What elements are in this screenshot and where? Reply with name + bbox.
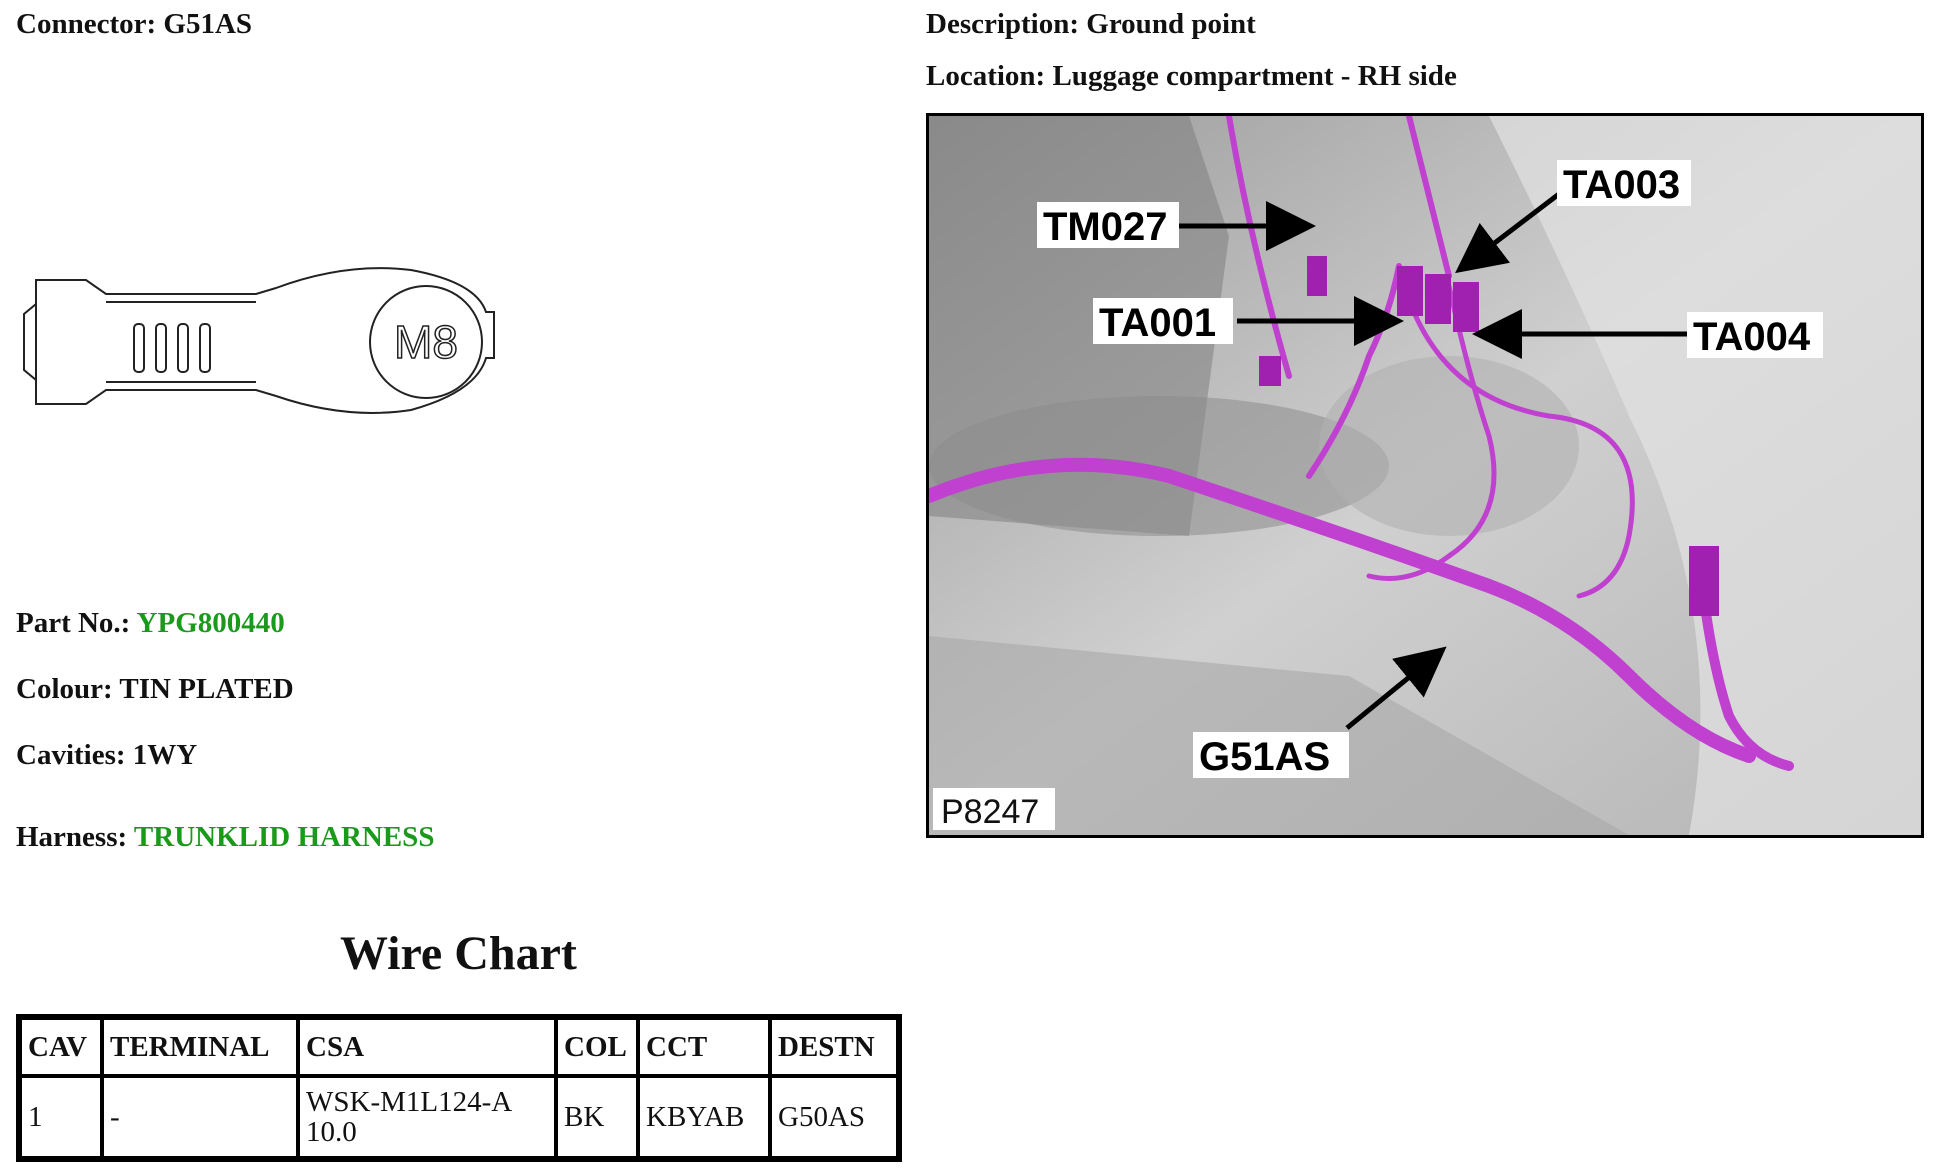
callout-ta003: TA003 <box>1563 163 1680 207</box>
table-row: 1 - WSK-M1L124-A 10.0 BK KBYAB G50AS <box>20 1076 898 1158</box>
wire-chart-table: CAV TERMINAL CSA COL CCT DESTN 1 - WSK-M… <box>16 1014 902 1162</box>
cavities-value: 1WY <box>132 739 198 771</box>
location-line: Location: Luggage compartment - RH side <box>926 60 1457 93</box>
colour-label: Colour: <box>16 673 113 705</box>
connector-value: G51AS <box>163 8 253 40</box>
colour-line: Colour: TIN PLATED <box>16 673 294 706</box>
location-photo: TM027 TA003 TA001 TA004 G51AS P8247 <box>926 113 1924 838</box>
terminal-size-text: M8 <box>394 316 458 368</box>
callout-g51as: G51AS <box>1199 735 1330 779</box>
header-destn: DESTN <box>770 1018 898 1076</box>
header-terminal: TERMINAL <box>102 1018 298 1076</box>
cell-cct: KBYAB <box>638 1076 770 1158</box>
description-label: Description: <box>926 8 1080 40</box>
wire-chart-title: Wire Chart <box>340 927 577 980</box>
cell-destn: G50AS <box>770 1076 898 1158</box>
header-cav: CAV <box>20 1018 102 1076</box>
cavities-label: Cavities: <box>16 739 126 771</box>
cell-terminal: - <box>102 1076 298 1158</box>
callout-ta004: TA004 <box>1693 315 1811 359</box>
header-csa: CSA <box>298 1018 556 1076</box>
photo-reference: P8247 <box>941 793 1039 831</box>
connector-line: Connector: G51AS <box>16 8 252 41</box>
cell-csa-line1: WSK-M1L124-A <box>306 1086 513 1118</box>
part-no-line: Part No.: YPG800440 <box>16 607 285 640</box>
header-cct: CCT <box>638 1018 770 1076</box>
connector-label: Connector: <box>16 8 157 40</box>
description-line: Description: Ground point <box>926 8 1256 41</box>
location-label: Location: <box>926 60 1046 92</box>
harness-label: Harness: <box>16 821 128 853</box>
colour-value: TIN PLATED <box>119 673 294 705</box>
wire-chart-header-row: CAV TERMINAL CSA COL CCT DESTN <box>20 1018 898 1076</box>
cell-cav: 1 <box>20 1076 102 1158</box>
description-value: Ground point <box>1086 8 1256 40</box>
harness-line: Harness: TRUNKLID HARNESS <box>16 821 434 854</box>
ring-terminal-drawing: M8 <box>23 267 495 414</box>
harness-link[interactable]: TRUNKLID HARNESS <box>133 821 435 853</box>
part-no-link[interactable]: YPG800440 <box>136 607 285 639</box>
part-no-label: Part No.: <box>16 607 131 639</box>
cell-col: BK <box>556 1076 638 1158</box>
cell-csa: WSK-M1L124-A 10.0 <box>298 1076 556 1158</box>
header-col: COL <box>556 1018 638 1076</box>
location-value: Luggage compartment - RH side <box>1052 60 1457 92</box>
cell-csa-line2: 10.0 <box>306 1116 357 1148</box>
callout-tm027: TM027 <box>1043 205 1168 249</box>
cavities-line: Cavities: 1WY <box>16 739 197 772</box>
callout-ta001: TA001 <box>1099 301 1216 345</box>
